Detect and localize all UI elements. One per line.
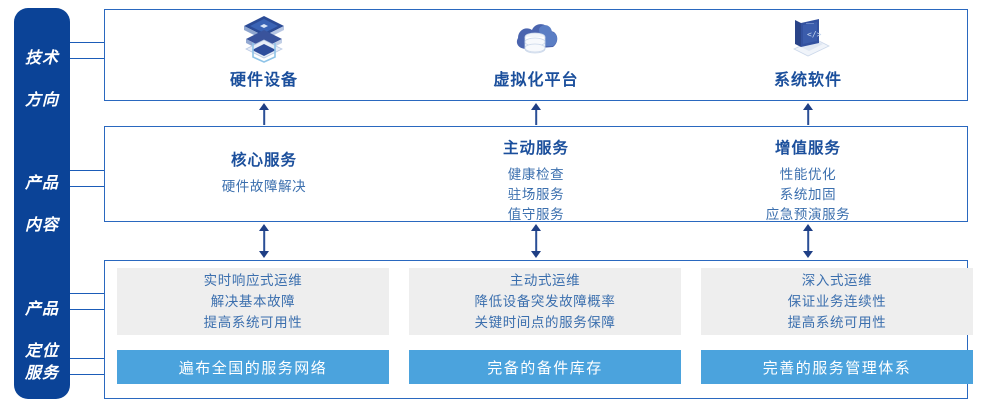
- connector-stub: [70, 358, 108, 359]
- content-item: 硬件故障解决: [221, 179, 307, 194]
- content-title: 核心服务: [230, 152, 297, 169]
- positioning-card-realtime[interactable]: 实时响应式运维 解决基本故障 提高系统可用性: [117, 268, 389, 335]
- arrow-bidirectional-core: [246, 224, 282, 258]
- tech-direction-item-hardware[interactable]: 硬件设备: [170, 12, 358, 96]
- server-stack-icon: [170, 12, 358, 64]
- tech-direction-label: 硬件设备: [229, 72, 298, 89]
- connector-stub: [70, 186, 104, 187]
- content-item: 驻场服务: [507, 187, 565, 202]
- product-content-column-core[interactable]: 核心服务 硬件故障解决: [170, 148, 358, 197]
- content-item: 值守服务: [507, 207, 565, 222]
- svg-text:</>: </>: [807, 30, 822, 39]
- content-title: 增值服务: [774, 140, 841, 157]
- positioning-card-proactive[interactable]: 主动式运维 降低设备突发故障概率 关键时间点的服务保障: [409, 268, 681, 335]
- arrow-up-hardware: [246, 103, 282, 125]
- arrow-bidirectional-valueadd: [790, 224, 826, 258]
- tech-direction-label: 虚拟化平台: [493, 72, 579, 89]
- connector-stub: [70, 374, 108, 375]
- positioning-line: 提高系统可用性: [203, 315, 303, 330]
- positioning-line: 降低设备突发故障概率: [474, 294, 616, 309]
- left-category-rail: [14, 8, 70, 399]
- positioning-line: 保证业务连续性: [787, 294, 887, 309]
- tech-direction-item-virtualization[interactable]: 虚拟化平台: [442, 12, 630, 96]
- arrow-bidirectional-proactive: [518, 224, 554, 258]
- positioning-line: 提高系统可用性: [787, 315, 887, 330]
- positioning-line: 主动式运维: [509, 273, 581, 288]
- rail-label-product-content: 产品 内容: [14, 152, 70, 257]
- rail-label-line: 产品: [24, 301, 59, 318]
- code-laptop-icon: </>: [714, 12, 902, 64]
- positioning-card-deep[interactable]: 深入式运维 保证业务连续性 提高系统可用性: [701, 268, 973, 335]
- connector-stub: [70, 42, 104, 43]
- advantage-bar-spare-parts[interactable]: 完备的备件库存: [409, 350, 681, 384]
- positioning-line: 实时响应式运维: [203, 273, 303, 288]
- connector-stub: [70, 58, 104, 59]
- rail-label-line: 方向: [24, 92, 59, 109]
- rail-label-product-positioning: 产品 定位: [14, 278, 70, 383]
- positioning-line: 解决基本故障: [210, 294, 296, 309]
- positioning-line: 关键时间点的服务保障: [474, 315, 616, 330]
- connector-stub: [70, 170, 104, 171]
- tech-direction-label: 系统软件: [773, 72, 842, 89]
- content-item: 系统加固: [779, 187, 837, 202]
- rail-label-line: 产品: [24, 175, 59, 192]
- product-content-column-valueadd[interactable]: 增值服务 性能优化 系统加固 应急预演服务: [714, 136, 902, 225]
- content-title: 主动服务: [502, 140, 569, 157]
- content-item: 应急预演服务: [765, 207, 851, 222]
- rail-label-service-advantage: 服务 优势: [14, 342, 70, 407]
- rail-label-line: 服务: [24, 365, 59, 382]
- content-item: 性能优化: [779, 167, 837, 182]
- rail-label-line: 内容: [24, 217, 59, 234]
- rail-label-line: 技术: [24, 50, 59, 67]
- connector-stub: [70, 309, 108, 310]
- connector-stub: [70, 293, 108, 294]
- product-content-column-proactive[interactable]: 主动服务 健康检查 驻场服务 值守服务: [442, 136, 630, 225]
- positioning-line: 深入式运维: [801, 273, 873, 288]
- rail-label-tech-direction: 技术 方向: [14, 27, 70, 132]
- arrow-up-system-software: [790, 103, 826, 125]
- rail-label-line: 定位: [24, 343, 59, 360]
- product-content-section: [104, 126, 968, 222]
- content-item: 健康检查: [507, 167, 565, 182]
- advantage-bar-management[interactable]: 完善的服务管理体系: [701, 350, 973, 384]
- advantage-bar-network[interactable]: 遍布全国的服务网络: [117, 350, 389, 384]
- tech-direction-item-system-software[interactable]: </> 系统软件: [714, 12, 902, 96]
- arrow-up-virtualization: [518, 103, 554, 125]
- cloud-database-icon: [442, 12, 630, 64]
